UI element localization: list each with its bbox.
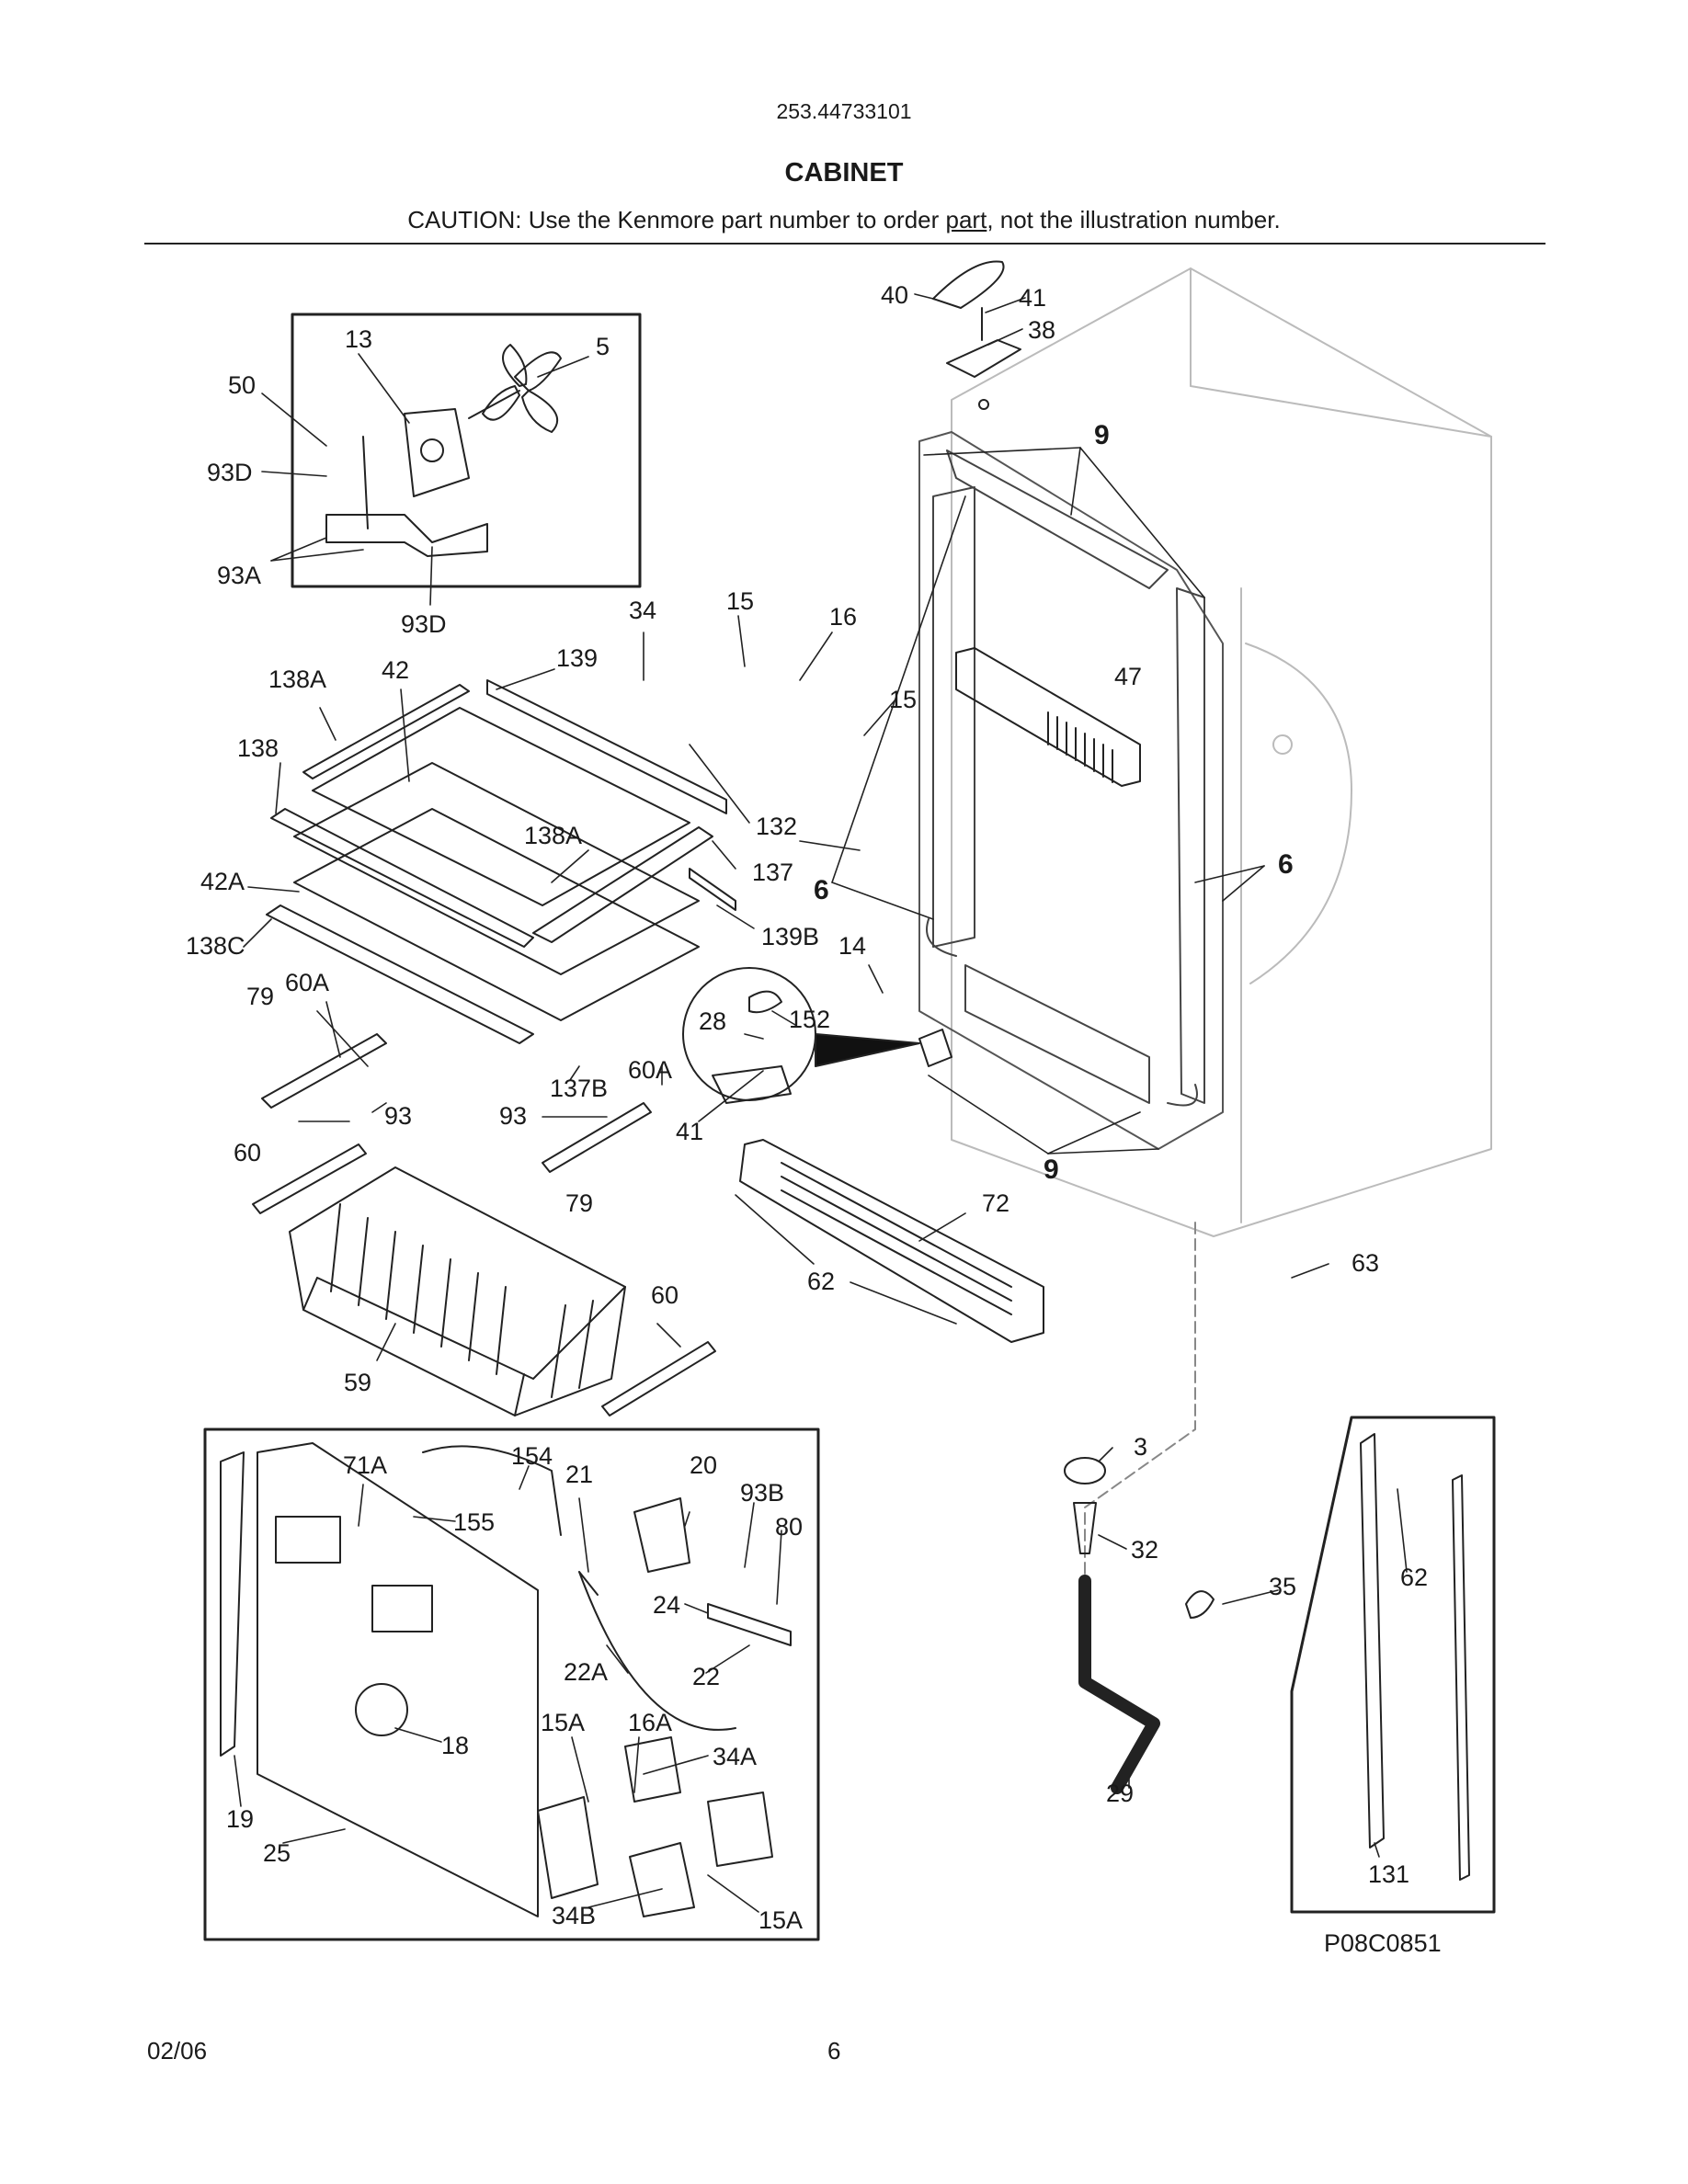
wire-basket — [289, 1166, 626, 1416]
callout-29: 29 — [1106, 1780, 1134, 1807]
toe-grille — [739, 1139, 1044, 1343]
caution-note: CAUTION: Use the Kenmore part number to … — [0, 206, 1688, 234]
callout-138a-mid: 138A — [524, 822, 582, 849]
callout-32: 32 — [1131, 1536, 1158, 1564]
hinge-detail-circle — [682, 967, 952, 1104]
shelf-assembly — [266, 679, 736, 1044]
callout-15a-upper: 15A — [541, 1709, 585, 1736]
callout-19: 19 — [226, 1805, 254, 1833]
callout-16: 16 — [829, 603, 857, 631]
callout-131: 131 — [1368, 1860, 1409, 1888]
control-panel-box — [203, 1428, 820, 1941]
callout-155: 155 — [453, 1508, 495, 1536]
callout-60-left: 60 — [234, 1139, 261, 1166]
callout-6-left: 6 — [814, 875, 829, 905]
callout-42: 42 — [382, 656, 409, 684]
callout-93-left: 93 — [384, 1102, 412, 1130]
callout-152: 152 — [789, 1006, 830, 1033]
callout-60a-mid: 60A — [628, 1056, 672, 1084]
callout-93a: 93A — [217, 562, 261, 589]
callout-139: 139 — [556, 644, 598, 672]
callout-21: 21 — [565, 1461, 593, 1488]
crisper-rails — [252, 1033, 716, 1416]
callout-42a: 42A — [200, 868, 245, 895]
footer-date: 02/06 — [147, 2037, 208, 2065]
callout-62-lower: 62 — [807, 1268, 835, 1295]
callout-22a: 22A — [564, 1658, 608, 1686]
callout-59: 59 — [344, 1369, 371, 1396]
callout-9-top: 9 — [1094, 420, 1110, 450]
callout-154: 154 — [511, 1442, 553, 1470]
callout-79-mid: 79 — [565, 1189, 593, 1217]
callout-71a: 71A — [343, 1451, 387, 1479]
callout-132: 132 — [756, 813, 797, 840]
callout-22: 22 — [692, 1663, 720, 1690]
cabinet-shell — [951, 267, 1492, 1600]
callout-93-mid: 93 — [499, 1102, 527, 1130]
callout-14: 14 — [838, 932, 866, 960]
fan-inset-box — [291, 313, 642, 588]
callout-60a-left: 60A — [285, 969, 329, 996]
callout-5: 5 — [596, 333, 610, 360]
callout-47: 47 — [1114, 663, 1142, 690]
callout-38: 38 — [1028, 316, 1055, 344]
drain-parts — [1064, 1457, 1215, 1794]
callout-62-right: 62 — [1400, 1564, 1428, 1591]
callout-3: 3 — [1134, 1433, 1147, 1461]
callout-labels: 40 41 38 9 13 5 50 93D 93A 93D 34 15 16 … — [186, 281, 1442, 1957]
section-title: CABINET — [784, 158, 904, 188]
callout-25: 25 — [263, 1839, 291, 1867]
vent-panel — [955, 647, 1141, 787]
leader-lines — [234, 293, 1408, 1913]
rails-inset-box — [1290, 1416, 1496, 1914]
callout-24: 24 — [653, 1591, 680, 1619]
callout-18: 18 — [441, 1732, 469, 1759]
callout-13: 13 — [345, 325, 372, 353]
callout-60-right: 60 — [651, 1281, 679, 1309]
callout-93d-lower: 93D — [401, 610, 447, 638]
callout-20: 20 — [690, 1451, 717, 1479]
callout-138: 138 — [237, 734, 279, 762]
figure-code: P08C0851 — [1324, 1929, 1442, 1957]
callout-28: 28 — [699, 1007, 726, 1035]
callout-9-bottom: 9 — [1044, 1155, 1059, 1185]
callout-137: 137 — [752, 859, 793, 886]
callout-34b: 34B — [552, 1902, 596, 1929]
callout-34a: 34A — [713, 1743, 757, 1770]
callout-50: 50 — [228, 371, 256, 399]
callout-6-right: 6 — [1278, 849, 1294, 880]
callout-41-lower: 41 — [676, 1118, 703, 1145]
callout-138a-upper: 138A — [268, 665, 326, 693]
callout-93d-upper: 93D — [207, 459, 253, 486]
callout-41: 41 — [1019, 284, 1046, 312]
callout-40: 40 — [881, 281, 908, 309]
callout-35: 35 — [1269, 1573, 1296, 1600]
callout-63: 63 — [1352, 1249, 1379, 1277]
caution-part-word: part — [945, 206, 987, 233]
callout-15-right: 15 — [889, 686, 917, 713]
callout-72: 72 — [982, 1189, 1009, 1217]
header-divider — [144, 243, 1545, 245]
callout-79-left: 79 — [246, 983, 274, 1010]
page-number: 6 — [827, 2037, 841, 2065]
caution-text-end: , not the illustration number. — [987, 206, 1281, 233]
top-hinge — [932, 260, 1021, 410]
callout-80: 80 — [775, 1513, 803, 1541]
caution-text-start: CAUTION: Use the Kenmore part number to … — [407, 206, 946, 233]
callout-139b: 139B — [761, 923, 819, 950]
callout-138c: 138C — [186, 932, 245, 960]
callout-15a-lower: 15A — [758, 1906, 803, 1934]
callout-16a: 16A — [628, 1709, 672, 1736]
callout-93b: 93B — [740, 1479, 784, 1507]
callout-34: 34 — [629, 597, 656, 624]
callout-137b: 137B — [550, 1075, 608, 1102]
callout-15-upper: 15 — [726, 587, 754, 615]
door-liner — [918, 431, 1224, 1150]
model-number: 253.44733101 — [776, 99, 912, 123]
